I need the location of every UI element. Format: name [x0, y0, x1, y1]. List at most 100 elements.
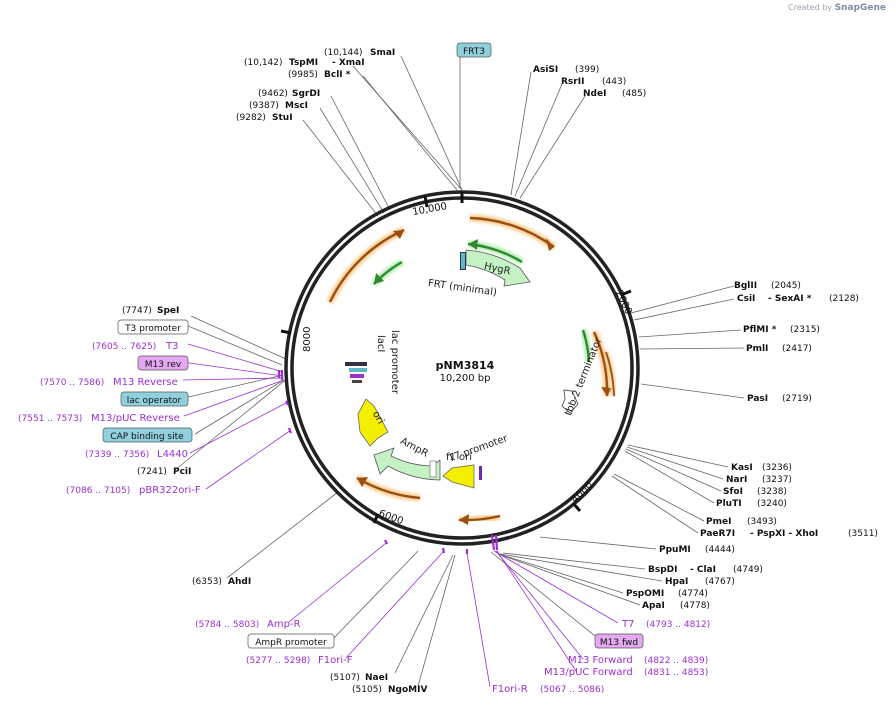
hygr-label: HygR: [483, 261, 511, 277]
site-pcii-name: PciI: [173, 467, 191, 477]
site-msci-name: MscI: [285, 101, 308, 111]
frt3-label: FRT3: [463, 47, 485, 57]
f1-ori-label: f1 ori: [446, 452, 472, 463]
site-ahdi-name: AhdI: [228, 577, 251, 587]
site-pmli-pos: (2417): [782, 344, 812, 354]
lac-operator-label: lac operator: [127, 396, 182, 406]
primer-f1orir-name: F1ori-R: [492, 684, 528, 695]
primer-m13fwd-range: (4822 .. 4839): [644, 656, 708, 666]
site-bspdi-pos: (4749): [733, 565, 763, 575]
credit-brand: SnapGene: [834, 3, 886, 13]
primer-f1orif-range: (5277 .. 5298): [246, 656, 310, 666]
primer-leader-lines: [181, 343, 619, 688]
site-pflmi-name: PflMI *: [743, 325, 777, 335]
ampr-promoter-label: AmpR promoter: [255, 638, 327, 648]
primer-m13puc-rev-range: (7551 .. 7573): [18, 414, 82, 424]
site-pspomi-name: PspOMI: [626, 589, 664, 599]
tick-label-8000: 8000: [302, 327, 313, 352]
site-ngomiv-pos: (5105): [352, 685, 382, 695]
tick-label-4000: 4000: [570, 480, 596, 506]
primer-m13puc-fwd-name: M13/pUC Forward: [544, 667, 633, 678]
plasmid-name: pNM3814: [436, 359, 495, 372]
site-spei-pos: (7747): [122, 306, 152, 316]
laci-label: lacI: [375, 335, 386, 352]
m13-rev-box: [137, 355, 189, 371]
tbb2-terminator-feature[interactable]: [561, 389, 579, 414]
t3-promoter-label: T3 promoter: [124, 324, 181, 334]
tick-marks: [280, 192, 632, 524]
ori-feature[interactable]: [357, 398, 389, 447]
ampr-promoter-box: [247, 633, 335, 649]
site-pspomi-pos: (4774): [678, 589, 708, 599]
site-bspdi-extra: - ClaI: [690, 565, 716, 575]
site-pasi-pos: (2719): [782, 394, 812, 404]
primer-m13rev-name: M13 Reverse: [113, 377, 178, 388]
site-tspmi-pos: (10,142): [244, 58, 283, 68]
site-sfoi-name: SfoI: [723, 487, 743, 497]
site-stui-pos: (9282): [236, 113, 266, 123]
primer-t3-range: (7605 .. 7625): [92, 342, 156, 352]
ampr-promoter-marker: [429, 460, 437, 478]
lac-region-markers: [345, 362, 367, 383]
site-csii-pos: (2128): [829, 294, 859, 304]
site-smai-name: SmaI: [370, 48, 395, 58]
boxed-labels: FRT3 T3 promoter M13 rev lac operator CA…: [102, 42, 644, 649]
primer-pbr322-name: pBR322ori-F: [139, 485, 201, 496]
primer-m13puc-rev-name: M13/pUC Reverse: [91, 413, 180, 424]
site-sfoi-pos: (3238): [757, 487, 787, 497]
site-pmei-name: PmeI: [706, 517, 731, 527]
site-bglii-pos: (2045): [771, 281, 801, 291]
primer-t7-name: T7: [621, 619, 634, 630]
site-leader-lines: [174, 55, 745, 687]
site-ndei-pos: (485): [622, 89, 646, 99]
site-pcii-pos: (7241): [137, 467, 167, 477]
plasmid-size: 10,200 bp: [440, 373, 491, 384]
site-bglii-name: BglII: [734, 281, 757, 291]
site-asisi-pos: (399): [575, 65, 599, 75]
primer-l4440-range: (7339 .. 7356): [85, 450, 149, 460]
frt-minimal-label: FRT (minimal): [427, 278, 497, 299]
site-pluti-name: PluTI: [716, 499, 742, 509]
site-asisi-name: AsiSI: [533, 65, 558, 75]
orf-green-arcs: [371, 239, 593, 363]
ampr-label: AmpR: [398, 436, 430, 460]
site-stui-name: StuI: [272, 113, 293, 123]
site-bcli-pos: (9985): [288, 70, 318, 80]
primer-m13puc-fwd-range: (4831 .. 4853): [644, 668, 708, 678]
cap-site-box: [102, 427, 193, 443]
m13-fwd-label: M13 fwd: [600, 638, 638, 648]
frt3-box: [456, 42, 492, 58]
site-ppumi-name: PpuMI: [659, 545, 691, 555]
lac-promoter-label: lac promoter: [389, 330, 400, 395]
site-rsrii-pos: (443): [602, 77, 626, 87]
primer-t3-name: T3: [165, 341, 178, 352]
orf-arcs: [326, 214, 617, 525]
snapgene-credit: Created by SnapGene: [788, 3, 886, 13]
primer-l4440-name: L4440: [157, 449, 188, 460]
primer-ticks: [277, 370, 499, 554]
site-pasi-name: PasI: [747, 394, 768, 404]
site-csii-name: CsiI: [737, 294, 755, 304]
primer-pbr322-range: (7086 .. 7105): [66, 486, 130, 496]
site-ppumi-pos: (4444): [705, 545, 735, 555]
site-pmli-name: PmlI: [746, 344, 768, 354]
primer-m13fwd-name: M13 Forward: [568, 655, 633, 666]
f1-ori-feature[interactable]: [442, 464, 475, 489]
ampr-feature[interactable]: [373, 447, 441, 481]
cap-site-label: CAP binding site: [110, 432, 184, 442]
site-nari-pos: (3237): [762, 475, 792, 485]
t3-promoter-box: [117, 319, 189, 335]
site-apai-name: ApaI: [642, 601, 665, 611]
site-sgrdi-name: SgrDI: [292, 89, 320, 99]
site-nari-name: NarI: [726, 475, 747, 485]
primer-f1orif-name: F1ori-F: [318, 655, 353, 666]
site-tspmi-name: TspMI: [289, 58, 318, 68]
site-tspmi-extra: - XmaI: [332, 58, 365, 68]
site-pmei-pos: (3493): [747, 517, 777, 527]
site-naei-name: NaeI: [365, 673, 388, 683]
site-smai-pos: (10,144): [324, 48, 363, 58]
site-pflmi-pos: (2315): [790, 325, 820, 335]
primer-labels: (7605 .. 7625) T3 (7570 .. 7586) M13 Rev…: [18, 341, 710, 695]
hygr-feature[interactable]: [465, 249, 531, 287]
